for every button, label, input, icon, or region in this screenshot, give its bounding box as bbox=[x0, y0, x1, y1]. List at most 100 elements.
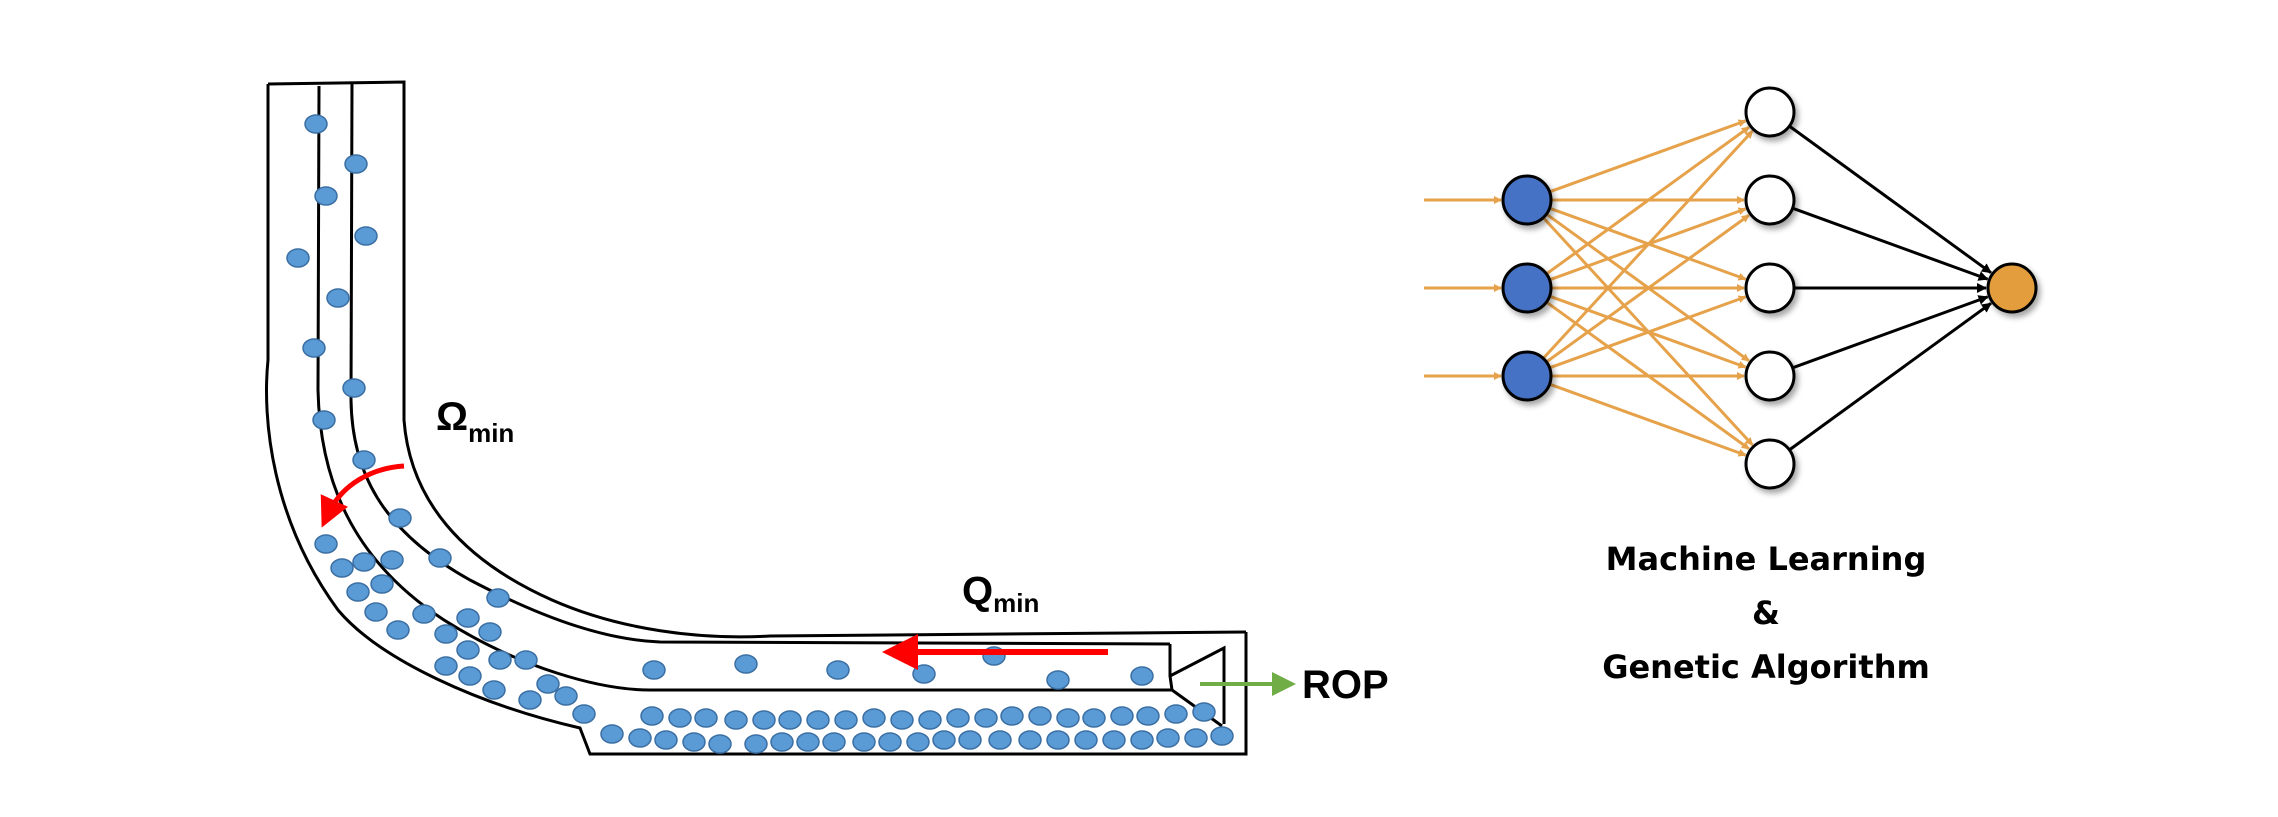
cutting-particle bbox=[1156, 728, 1180, 748]
cutting-particle bbox=[826, 660, 850, 680]
cutting-particle bbox=[806, 710, 830, 730]
cutting-particle bbox=[344, 154, 368, 174]
cutting-particle bbox=[370, 574, 394, 594]
caption-ampersand: & bbox=[1752, 594, 1780, 632]
hidden-connection bbox=[1542, 130, 1754, 360]
cutting-particle bbox=[974, 708, 998, 728]
cutting-particle bbox=[1136, 706, 1160, 726]
cutting-particle bbox=[482, 680, 506, 700]
cutting-particle bbox=[682, 732, 706, 752]
omega-symbol: Ω bbox=[436, 395, 468, 439]
input-node bbox=[1501, 262, 1553, 314]
cutting-particle bbox=[456, 640, 480, 660]
q-min-label: Qmin bbox=[962, 569, 1039, 618]
cutting-particle bbox=[326, 288, 350, 308]
hidden-connection bbox=[1545, 214, 1750, 364]
output-node bbox=[1986, 262, 2038, 314]
outer-wall bbox=[265, 84, 1248, 756]
cutting-particle bbox=[1000, 706, 1024, 726]
input-node bbox=[1501, 174, 1553, 226]
cutting-particle bbox=[354, 226, 378, 246]
cutting-particle bbox=[668, 708, 692, 728]
cutting-particle bbox=[1082, 708, 1106, 728]
omega-subscript: min bbox=[468, 418, 514, 448]
input-node bbox=[1501, 350, 1553, 402]
cutting-particle bbox=[906, 732, 930, 752]
hidden-connection bbox=[1549, 295, 1747, 370]
cutting-particle bbox=[486, 588, 510, 608]
cutting-particle bbox=[488, 650, 512, 670]
cutting-particle bbox=[1184, 728, 1208, 748]
hidden-node bbox=[1744, 438, 1796, 490]
cutting-particle bbox=[912, 664, 936, 684]
cutting-particle bbox=[1074, 730, 1098, 750]
cutting-particle bbox=[1110, 706, 1134, 726]
hidden-node bbox=[1744, 174, 1796, 226]
cutting-particle bbox=[314, 186, 338, 206]
cutting-particle bbox=[694, 708, 718, 728]
cutting-particle bbox=[314, 534, 338, 554]
hidden-node bbox=[1744, 262, 1796, 314]
cutting-particle bbox=[1028, 706, 1052, 726]
cutting-particle bbox=[342, 378, 366, 398]
cutting-particle bbox=[724, 710, 748, 730]
hidden-connection bbox=[1545, 126, 1750, 276]
cutting-particle bbox=[834, 710, 858, 730]
cutting-particle bbox=[434, 656, 458, 676]
output-connection bbox=[1788, 302, 1992, 452]
cutting-particle bbox=[1130, 666, 1154, 686]
cutting-particle bbox=[778, 710, 802, 730]
wellbore-diagram: Ωmin Qmin ROP bbox=[265, 80, 1389, 756]
cutting-particle bbox=[1164, 704, 1188, 724]
omega-min-label: Ωmin bbox=[436, 395, 514, 448]
cutting-particle bbox=[380, 550, 404, 570]
drill-pipe-right bbox=[349, 83, 1171, 646]
cutting-particle bbox=[352, 552, 376, 572]
cutting-particle bbox=[1102, 730, 1126, 750]
cutting-particle bbox=[600, 724, 624, 744]
cutting-particle bbox=[752, 710, 776, 730]
cutting-particle bbox=[890, 710, 914, 730]
cutting-particle bbox=[734, 654, 758, 674]
cutting-particle bbox=[1046, 670, 1070, 690]
cutting-particle bbox=[628, 728, 652, 748]
cutting-particle bbox=[862, 708, 886, 728]
cutting-particle bbox=[1130, 730, 1154, 750]
network-nodes bbox=[1501, 86, 2038, 490]
cutting-particle bbox=[988, 730, 1012, 750]
output-connection bbox=[1788, 124, 1992, 274]
cutting-particle bbox=[536, 674, 560, 694]
neural-network-diagram: Machine Learning & Genetic Algorithm bbox=[1424, 86, 2038, 686]
cutting-particle bbox=[518, 690, 542, 710]
drill-pipe-left bbox=[316, 85, 1172, 692]
cutting-particle bbox=[958, 730, 982, 750]
caption-genetic-algorithm: Genetic Algorithm bbox=[1602, 648, 1930, 686]
hidden-node bbox=[1744, 350, 1796, 402]
cutting-particle bbox=[744, 734, 768, 754]
cutting-particle bbox=[346, 582, 370, 602]
cutting-particle bbox=[1192, 702, 1216, 722]
rotation-arrow bbox=[320, 463, 405, 528]
cutting-particle bbox=[852, 732, 876, 752]
cutting-particle bbox=[458, 666, 482, 686]
cutting-particle bbox=[364, 602, 388, 622]
cutting-particle bbox=[388, 508, 412, 528]
cutting-particle bbox=[434, 624, 458, 644]
cutting-particle bbox=[286, 248, 310, 268]
output-connection bbox=[1792, 295, 1989, 370]
cutting-particle bbox=[878, 732, 902, 752]
cutting-particle bbox=[456, 608, 480, 628]
cutting-particle bbox=[654, 730, 678, 750]
output-connection bbox=[1792, 206, 1989, 281]
cutting-particle bbox=[304, 114, 328, 134]
cutting-particle bbox=[514, 650, 538, 670]
cutting-particle bbox=[1018, 730, 1042, 750]
outer-wall-upper bbox=[267, 80, 1247, 639]
caption-machine-learning: Machine Learning bbox=[1606, 540, 1927, 578]
cutting-particle bbox=[572, 704, 596, 724]
hidden-connection bbox=[1549, 119, 1747, 194]
cutting-particle bbox=[770, 732, 794, 752]
cutting-particle bbox=[640, 706, 664, 726]
cuttings-layer bbox=[286, 114, 1234, 754]
